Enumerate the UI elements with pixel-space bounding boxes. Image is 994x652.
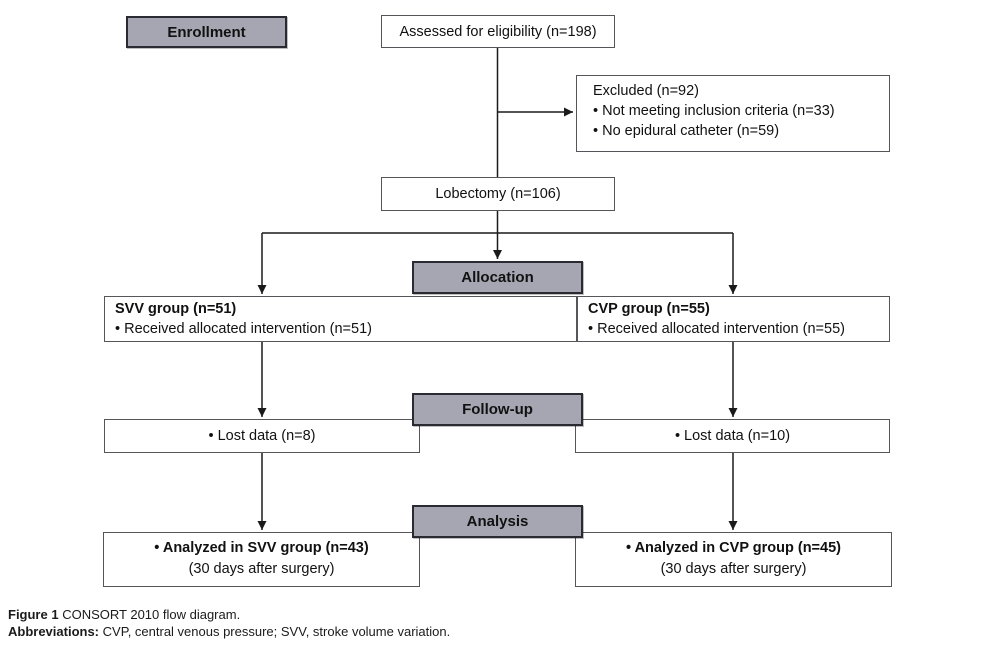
caption-figure-line: Figure 1 CONSORT 2010 flow diagram.: [8, 606, 450, 623]
svv-group-title: SVV group (n=51): [115, 301, 237, 317]
stage-box-followup: Follow-up: [412, 393, 583, 426]
excluded-title: Excluded (n=92): [593, 83, 699, 99]
box-svv-group: SVV group (n=51) • Received allocated in…: [104, 296, 577, 342]
abbreviations-text: CVP, central venous pressure; SVV, strok…: [102, 624, 451, 639]
box-lobectomy: Lobectomy (n=106): [381, 177, 615, 211]
figure-text: CONSORT 2010 flow diagram.: [62, 607, 241, 622]
cvp-group-title: CVP group (n=55): [588, 301, 710, 317]
box-svv-analyzed: • Analyzed in SVV group (n=43) (30 days …: [103, 532, 420, 587]
stage-box-analysis: Analysis: [412, 505, 583, 538]
cvp-group-bullet-item: • Received allocated intervention (n=55): [588, 321, 845, 337]
svv-analyzed-title: • Analyzed in SVV group (n=43): [154, 540, 369, 556]
figure-label: Figure 1: [8, 607, 59, 622]
box-assessed-for-eligibility: Assessed for eligibility (n=198): [381, 15, 615, 48]
stage-box-enrollment: Enrollment: [126, 16, 287, 48]
box-excluded: Excluded (n=92) • Not meeting inclusion …: [576, 75, 890, 152]
cvp-analyzed-title: • Analyzed in CVP group (n=45): [626, 540, 841, 556]
caption-abbreviations-line: Abbreviations: CVP, central venous press…: [8, 623, 450, 640]
cvp-analyzed-sub: (30 days after surgery): [660, 561, 807, 577]
stage-box-allocation: Allocation: [412, 261, 583, 294]
svv-analyzed-sub: (30 days after surgery): [188, 561, 335, 577]
box-cvp-lost-data: • Lost data (n=10): [575, 419, 890, 453]
excluded-bullet-item: • No epidural catheter (n=59): [593, 123, 780, 139]
abbreviations-label: Abbreviations:: [8, 624, 100, 639]
excluded-bullet-item: • Not meeting inclusion criteria (n=33): [593, 103, 835, 119]
box-cvp-analyzed: • Analyzed in CVP group (n=45) (30 days …: [575, 532, 892, 587]
box-svv-lost-data: • Lost data (n=8): [104, 419, 420, 453]
box-cvp-group: CVP group (n=55) • Received allocated in…: [577, 296, 890, 342]
svv-group-bullet-item: • Received allocated intervention (n=51): [115, 321, 372, 337]
figure-caption: Figure 1 CONSORT 2010 flow diagram. Abbr…: [8, 606, 450, 640]
